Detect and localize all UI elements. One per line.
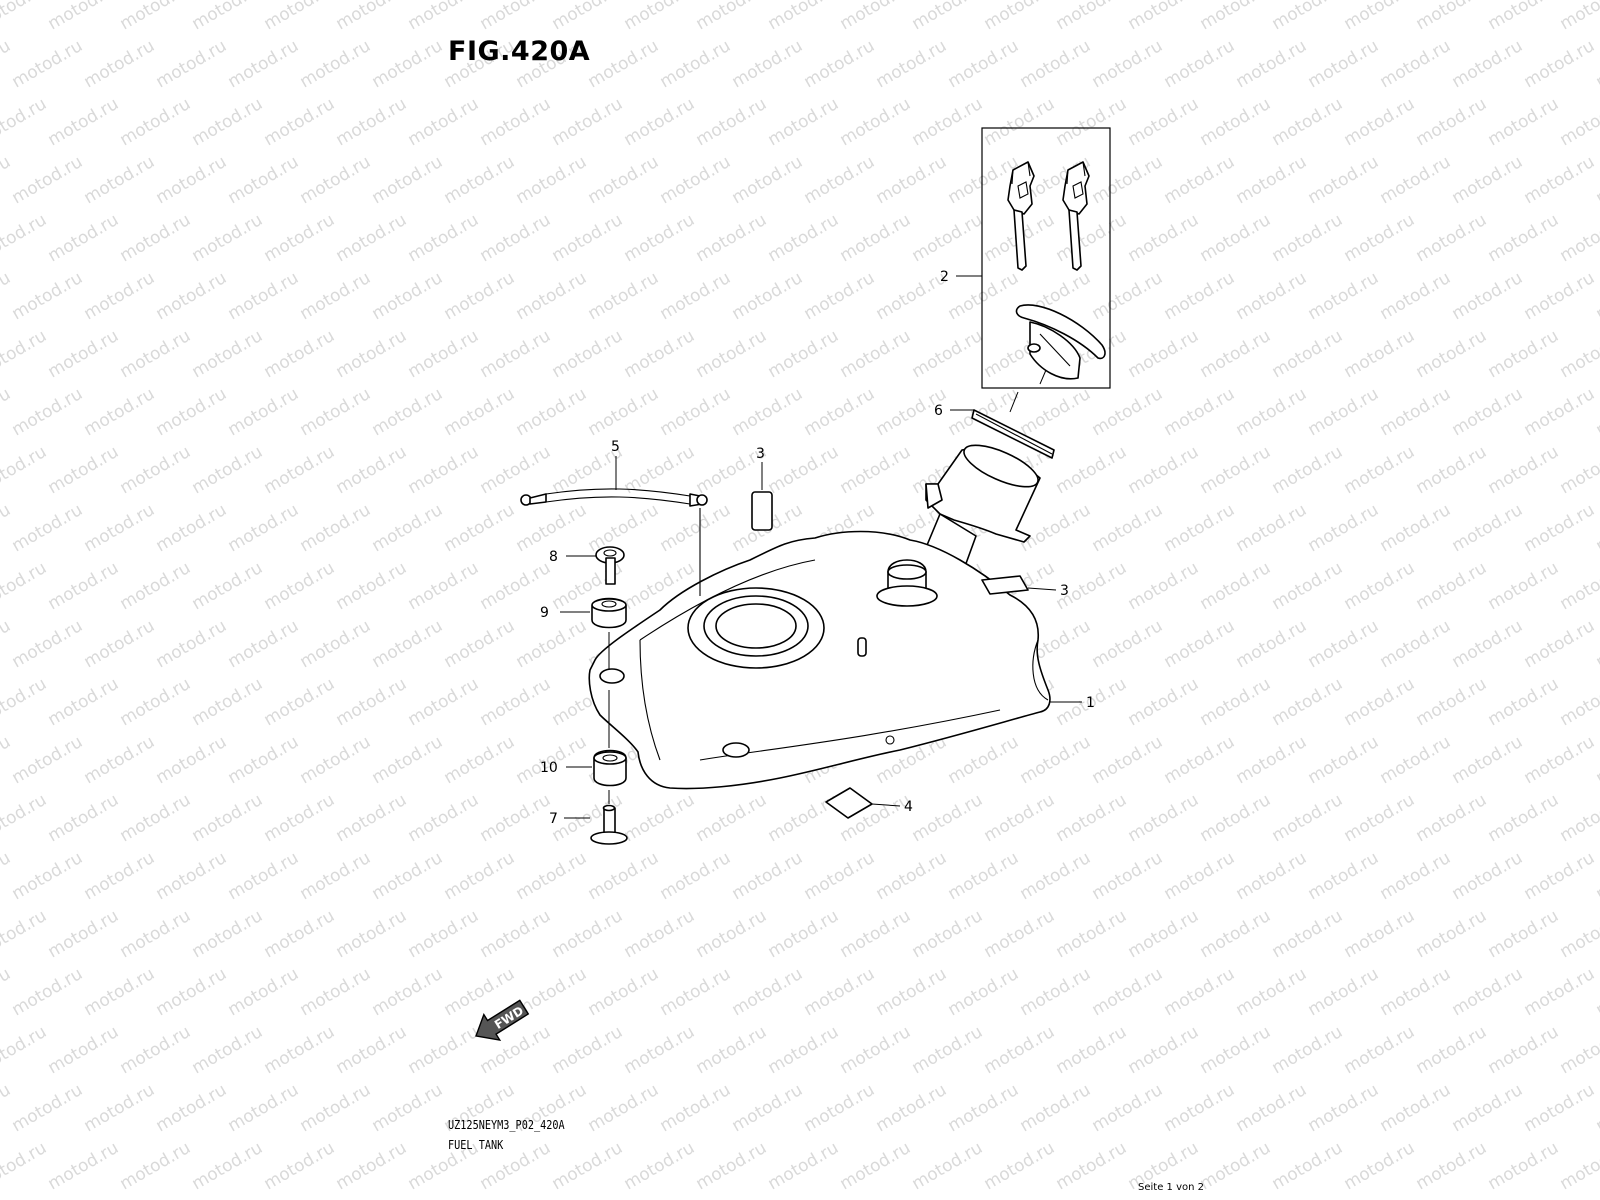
- key-set-box: [981, 127, 1111, 389]
- figure-title: FIG.420A: [448, 36, 591, 67]
- callout-3a: 3: [756, 446, 765, 462]
- fuel-cap: [1015, 304, 1106, 380]
- callout-8: 8: [549, 549, 558, 565]
- filler-gasket: [971, 409, 1055, 459]
- callout-3b: 3: [1060, 583, 1069, 599]
- fuel-tank-body: [588, 530, 1051, 790]
- callout-1: 1: [1086, 695, 1095, 711]
- collar-10: [593, 749, 627, 787]
- callout-4: 4: [904, 799, 913, 815]
- figure-code: UZ125NEYM3_P02_420A: [448, 1118, 565, 1132]
- callout-7: 7: [549, 811, 558, 827]
- callout-2: 2: [940, 269, 949, 285]
- page-indicator: Seite 1 von 2: [1138, 1182, 1204, 1193]
- key-right: [1062, 161, 1090, 271]
- grommet-9: [591, 597, 627, 629]
- key-left: [1007, 161, 1035, 271]
- callout-9: 9: [540, 605, 549, 621]
- label-pad-bottom: [825, 787, 873, 819]
- bolt-7: [590, 804, 628, 845]
- callout-5: 5: [611, 439, 620, 455]
- vent-hose: [520, 488, 708, 596]
- bolt-8: [595, 546, 625, 585]
- figure-description: FUEL TANK: [448, 1138, 504, 1152]
- callout-10: 10: [540, 760, 558, 776]
- fwd-arrow-icon: FWD: [475, 999, 530, 1041]
- label-pad-upper: [751, 491, 773, 531]
- callout-6: 6: [934, 403, 943, 419]
- label-pad-right: [981, 575, 1029, 595]
